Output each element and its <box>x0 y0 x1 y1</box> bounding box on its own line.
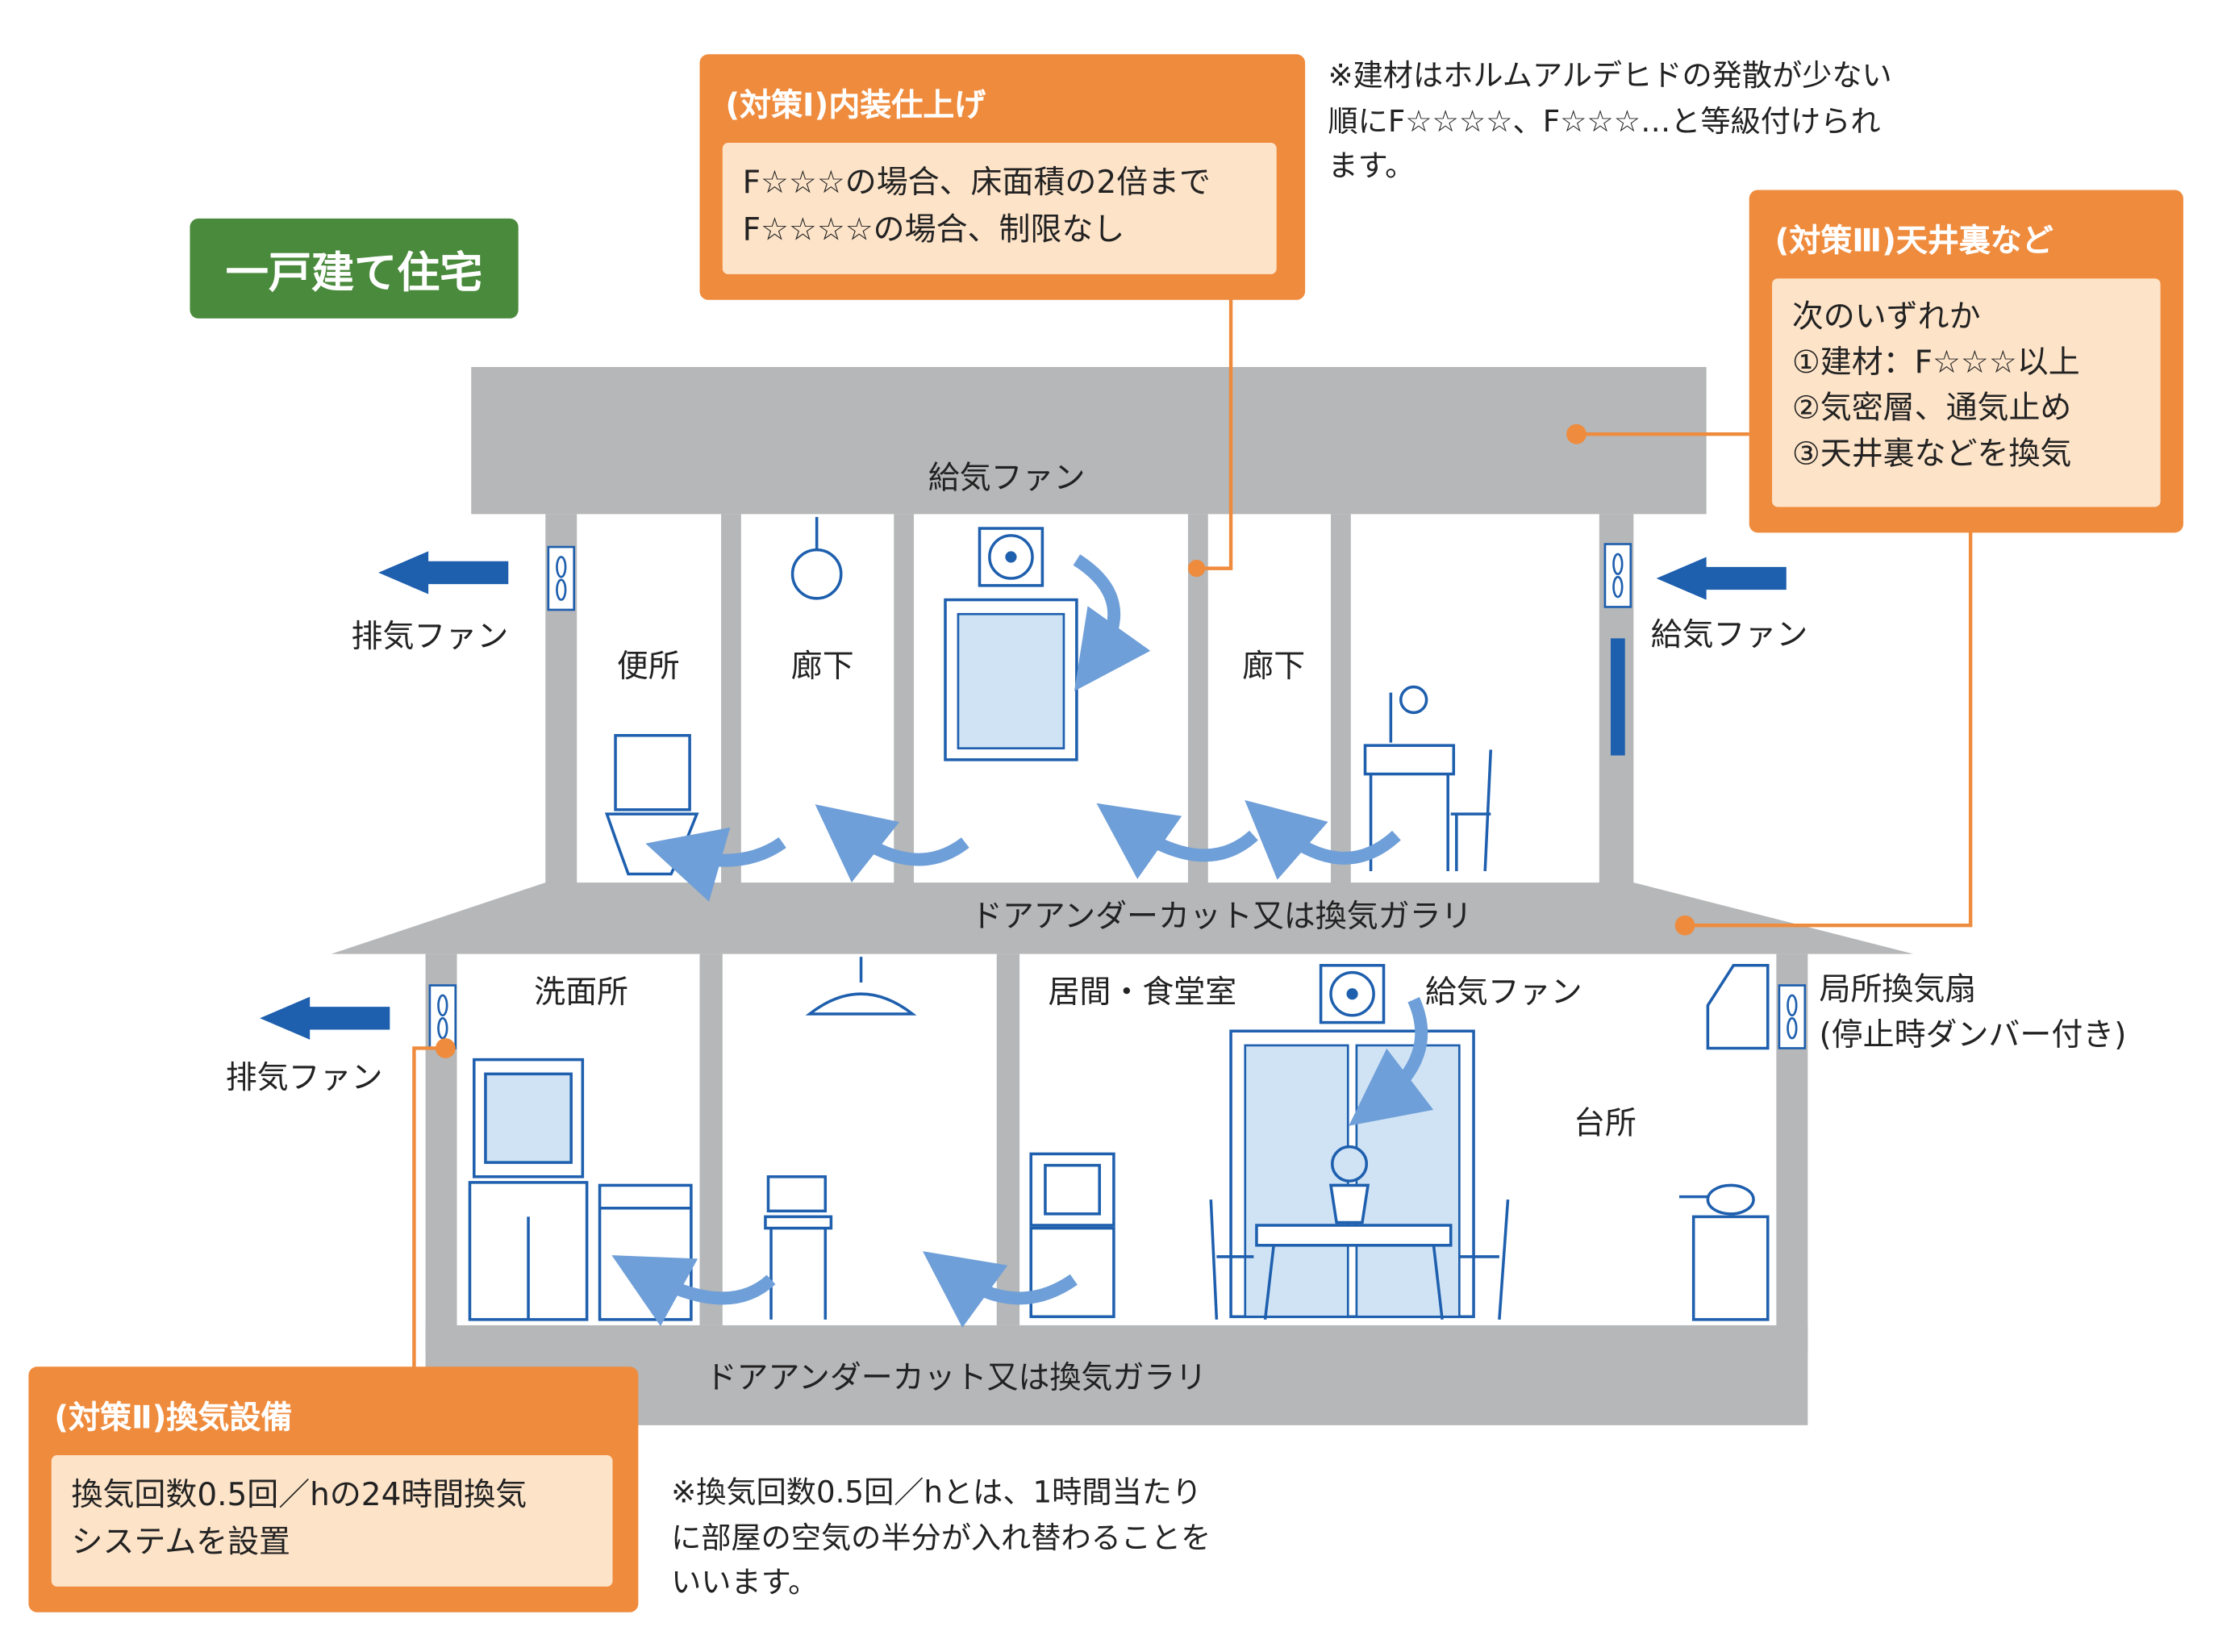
label-living-dining: 居間・食堂室 <box>1048 975 1237 1012</box>
measure2-box: (対策Ⅱ)換気設備 換気回数0.5回／hの24時間換気 システムを設置 <box>28 1366 639 1612</box>
exhaust-arrow-lower <box>260 996 390 1040</box>
label-kitchen: 台所 <box>1573 1107 1637 1143</box>
partition <box>996 953 1020 1325</box>
wall-fan-icon <box>1778 984 1807 1049</box>
measure1-title: (対策Ⅰ)内装仕上げ <box>725 88 986 125</box>
measure1-box: (対策Ⅰ)内装仕上げ F☆☆☆の場合、床面積の2倍まで F☆☆☆☆の場合、制限な… <box>699 54 1306 300</box>
tv-icon <box>1029 1152 1115 1319</box>
intake-arrow-right <box>1656 557 1787 600</box>
wall-fan-icon <box>428 984 457 1049</box>
ceiling-fan-icon <box>1319 964 1386 1024</box>
washing-machine-icon <box>598 1183 693 1321</box>
ceiling-fan-icon <box>978 527 1044 587</box>
measure3-line: 次のいずれか <box>1791 299 1981 336</box>
leader-lines <box>412 294 1973 1369</box>
partition <box>894 514 915 886</box>
label-washroom: 洗面所 <box>534 975 629 1012</box>
measure2-line: システムを設置 <box>71 1525 290 1562</box>
stove-icon <box>1678 1183 1770 1321</box>
measure3-line: ③天井裏などを換気 <box>1791 436 2072 473</box>
partition <box>699 953 723 1325</box>
wall-fan-icon <box>547 545 576 611</box>
airflow-arrows <box>611 554 1434 1328</box>
pendant-light-icon <box>790 516 843 600</box>
note-bottom: ※換気回数0.5回／hとは、1時間当たりに部屋の空気の半分が入れ替わることをいい… <box>671 1475 1211 1600</box>
label-undercut-lower: ドアアンダーカット又は換気ガラリ <box>705 1361 1207 1397</box>
vanity-icon <box>468 1058 589 1321</box>
chair-icon <box>1209 1199 1510 1320</box>
measure3-content: 次のいずれか ①建材：F☆☆☆以上 ②気密層、通気止め ③天井裏などを換気 <box>1772 278 2161 507</box>
label-supply-fan-living: 給気ファン <box>1424 975 1582 1012</box>
partition <box>1331 514 1351 886</box>
dining-table-icon <box>1255 1145 1453 1320</box>
label-exhaust-fan-upper: 排気ファン <box>351 620 509 656</box>
house-type-tag: 一戸建て住宅 <box>190 218 519 319</box>
measure2-line: 換気回数0.5回／hの24時間換気 <box>71 1478 527 1514</box>
measure1-content: F☆☆☆の場合、床面積の2倍まで F☆☆☆☆の場合、制限なし <box>722 143 1277 274</box>
range-hood-icon <box>1706 964 1770 1050</box>
measure3-box: (対策Ⅲ)天井裏など 次のいずれか ①建材：F☆☆☆以上 ②気密層、通気止め ③… <box>1749 190 2183 533</box>
leader-dots <box>435 423 1695 1058</box>
ground-slab <box>425 1325 1808 1425</box>
exhaust-arrow-upper <box>378 551 509 594</box>
window-upper-icon <box>944 598 1078 761</box>
measure3-line: ①建材：F☆☆☆以上 <box>1791 345 2080 382</box>
label-supply-fan-attic: 給気ファン <box>928 461 1086 498</box>
measure2-content: 換気回数0.5回／hの24時間換気 システムを設置 <box>51 1455 613 1587</box>
label-local-fan-note: (停止時ダンバー付き) <box>1819 1018 2127 1054</box>
label-exhaust-fan-lower: 排気ファン <box>225 1061 383 1097</box>
partition <box>721 514 741 886</box>
intake-slot <box>1611 638 1625 756</box>
measure1-line: F☆☆☆の場合、床面積の2倍まで <box>742 165 1211 202</box>
desk-icon <box>1363 685 1456 871</box>
measure3-line: ②気密層、通気止め <box>1791 390 2072 427</box>
label-supply-fan-right: 給気ファン <box>1650 618 1808 654</box>
measure1-line: F☆☆☆☆の場合、制限なし <box>742 212 1125 249</box>
wall-fan-icon <box>1603 543 1632 608</box>
note-top: ※建材はホルムアルデヒドの発散が少ない順にF☆☆☆☆、F☆☆☆…と等級付けられま… <box>1328 58 1892 183</box>
pendant-light-icon <box>805 957 917 1016</box>
label-toilet: 便所 <box>616 649 680 686</box>
attic-band <box>471 366 1707 515</box>
measure3-title: (対策Ⅲ)天井裏など <box>1774 223 2053 261</box>
label-local-fan: 局所換気扇 <box>1819 972 1977 1008</box>
measure2-title: (対策Ⅱ)換気設備 <box>54 1400 293 1437</box>
phone-stand-icon <box>764 1175 833 1320</box>
label-undercut-upper: ドアアンダーカット又は換気ガラリ <box>970 899 1473 936</box>
label-hall-1: 廊下 <box>790 649 854 686</box>
label-hall-2: 廊下 <box>1242 649 1306 686</box>
chair-icon <box>1450 749 1493 872</box>
